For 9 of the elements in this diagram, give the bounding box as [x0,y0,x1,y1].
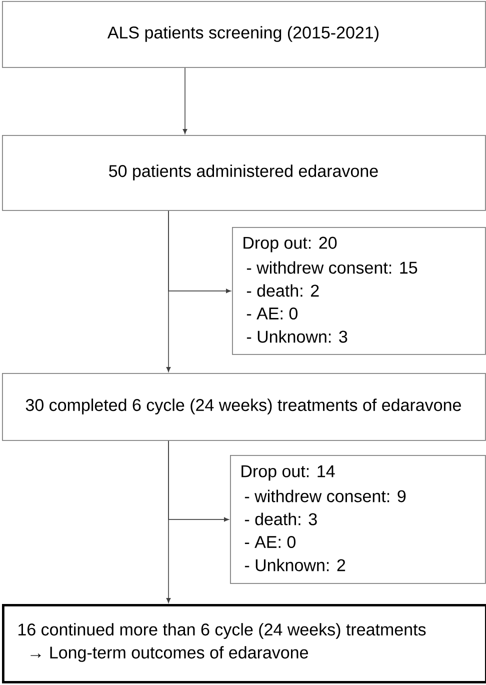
outcome-box: 16 continued more than 6 cycle (24 weeks) treatments → Long-term outcomes of edaravone [2,604,486,684]
exclusion-box: Drop out: 20 - withdrew consent: 15 - death: 2 - AE: 0 - Unknown: 3 [232,227,486,355]
exclusion-box: Drop out: 14 - withdrew consent: 9 - death: 3 - AE: 0 - Unknown: 2 [230,455,486,584]
process-box: 30 completed 6 cycle (24 weeks) treatments of edaravone [2,373,486,441]
arrow [166,440,171,603]
arrow [182,68,188,134]
process-box: ALS patients screening (2015-2021) [2,1,486,68]
process-box: 50 patients administered edaravone [2,135,486,211]
arrow [166,210,171,372]
